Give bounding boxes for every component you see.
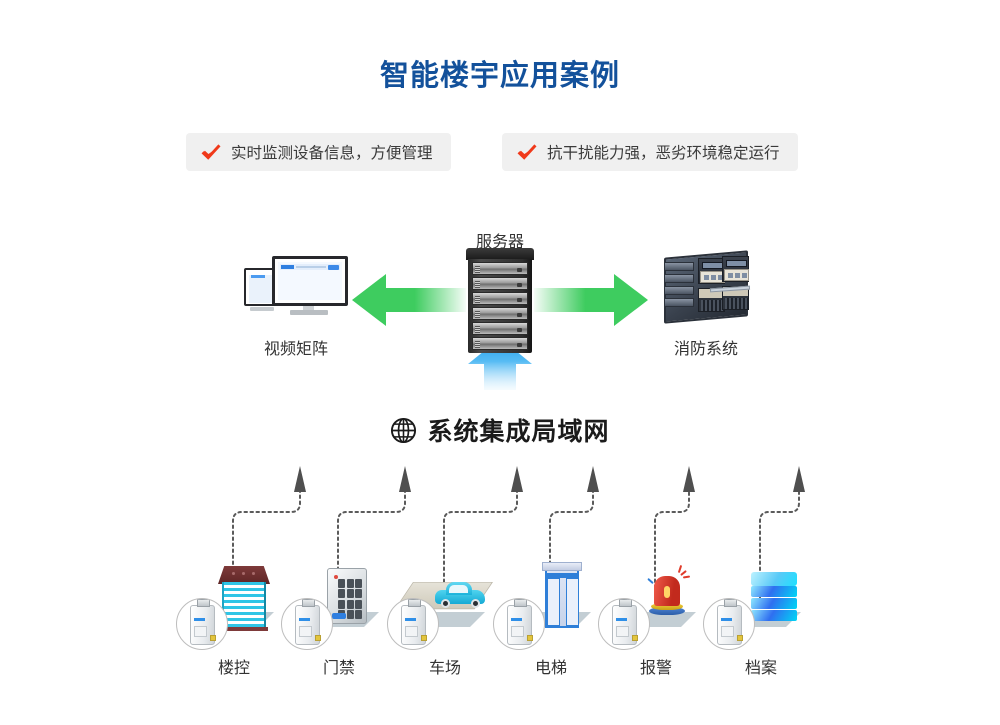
device-illustration: [174, 558, 294, 650]
primary-monitor: [272, 256, 348, 306]
converter-badge: [281, 598, 333, 650]
fire-system-node-label: 消防系统: [673, 341, 738, 358]
equipment-rack-icon: [660, 250, 752, 324]
device-illustration: [701, 558, 821, 650]
usb-converter-icon: [612, 599, 638, 645]
connector-arrowhead: [294, 466, 306, 492]
device-alarm: 报警: [596, 558, 716, 677]
access-keypad-icon: [327, 568, 373, 628]
network-label-group: 系统集成局域网: [0, 412, 1000, 448]
server-node-label: 服务器: [475, 234, 524, 251]
server-bay: [472, 277, 528, 290]
rack-unit: [722, 256, 749, 282]
device-elevator: 电梯: [491, 558, 611, 677]
building-icon: [218, 566, 270, 631]
device-illustration: [279, 558, 399, 650]
converter-badge: [598, 598, 650, 650]
feature-pill-1-label: 实时监测设备信息，方便管理: [231, 145, 433, 162]
feature-pill-1: 实时监测设备信息，方便管理: [186, 133, 451, 171]
rack-shelf: [664, 286, 694, 295]
device-building-control: 楼控: [174, 558, 294, 677]
secondary-monitor-screen: [249, 275, 273, 303]
feature-pill-2-label: 抗干扰能力强，恶劣环境稳定运行: [547, 145, 780, 162]
device-label: 档案: [744, 660, 777, 677]
rack-shelf: [664, 298, 694, 307]
device-archive: 档案: [701, 558, 821, 677]
connector-arrowhead: [399, 466, 411, 492]
device-illustration: [385, 558, 505, 650]
usb-converter-icon: [401, 599, 427, 645]
secondary-monitor-stand: [250, 306, 274, 313]
globe-icon: [391, 417, 417, 443]
server-bay: [472, 262, 528, 275]
rack-shelf: [664, 262, 694, 271]
device-access-control: 门禁: [279, 558, 399, 677]
server-bay: [472, 322, 528, 335]
archive-stack-icon: [751, 566, 799, 626]
converter-badge: [493, 598, 545, 650]
network-label: 系统集成局域网: [427, 418, 610, 446]
converter-badge: [176, 598, 228, 650]
rack-unit: [698, 258, 725, 284]
converter-badge: [387, 598, 439, 650]
check-icon: [201, 144, 221, 160]
server-top: [466, 248, 534, 260]
device-illustration: [491, 558, 611, 650]
page-title: 智能楼宇应用案例: [379, 60, 620, 92]
device-label: 报警: [639, 660, 672, 677]
usb-converter-icon: [507, 599, 533, 645]
server-rack-icon: [466, 248, 534, 353]
device-label: 车场: [428, 660, 461, 677]
server-body: [468, 259, 532, 353]
elevator-icon: [542, 562, 583, 628]
device-illustration: [596, 558, 716, 650]
feature-pill-2: 抗干扰能力强，恶劣环境稳定运行: [502, 133, 798, 171]
connector-arrowhead: [587, 466, 599, 492]
monitor-icon: [244, 256, 348, 324]
usb-converter-icon: [295, 599, 321, 645]
parking-car-icon: [394, 572, 497, 628]
alarm-siren-icon: [647, 564, 691, 626]
primary-monitor-stand: [290, 306, 328, 315]
check-icon: [517, 144, 537, 160]
usb-converter-icon: [717, 599, 743, 645]
server-bay: [472, 292, 528, 305]
connector-arrowhead: [511, 466, 523, 492]
right-flow-arrow: [534, 274, 648, 326]
connector-arrowhead: [793, 466, 805, 492]
usb-converter-icon: [190, 599, 216, 645]
device-label: 门禁: [322, 660, 355, 677]
converter-badge: [703, 598, 755, 650]
server-bay: [472, 337, 528, 350]
device-label: 电梯: [534, 660, 567, 677]
connector-arrowhead: [683, 466, 695, 492]
video-matrix-node-label: 视频矩阵: [263, 341, 328, 358]
left-flow-arrow: [352, 274, 466, 326]
primary-monitor-screen: [278, 262, 342, 300]
rack-shelf: [664, 274, 694, 283]
device-parking: 车场: [385, 558, 505, 677]
device-label: 楼控: [217, 660, 250, 677]
server-bay: [472, 307, 528, 320]
